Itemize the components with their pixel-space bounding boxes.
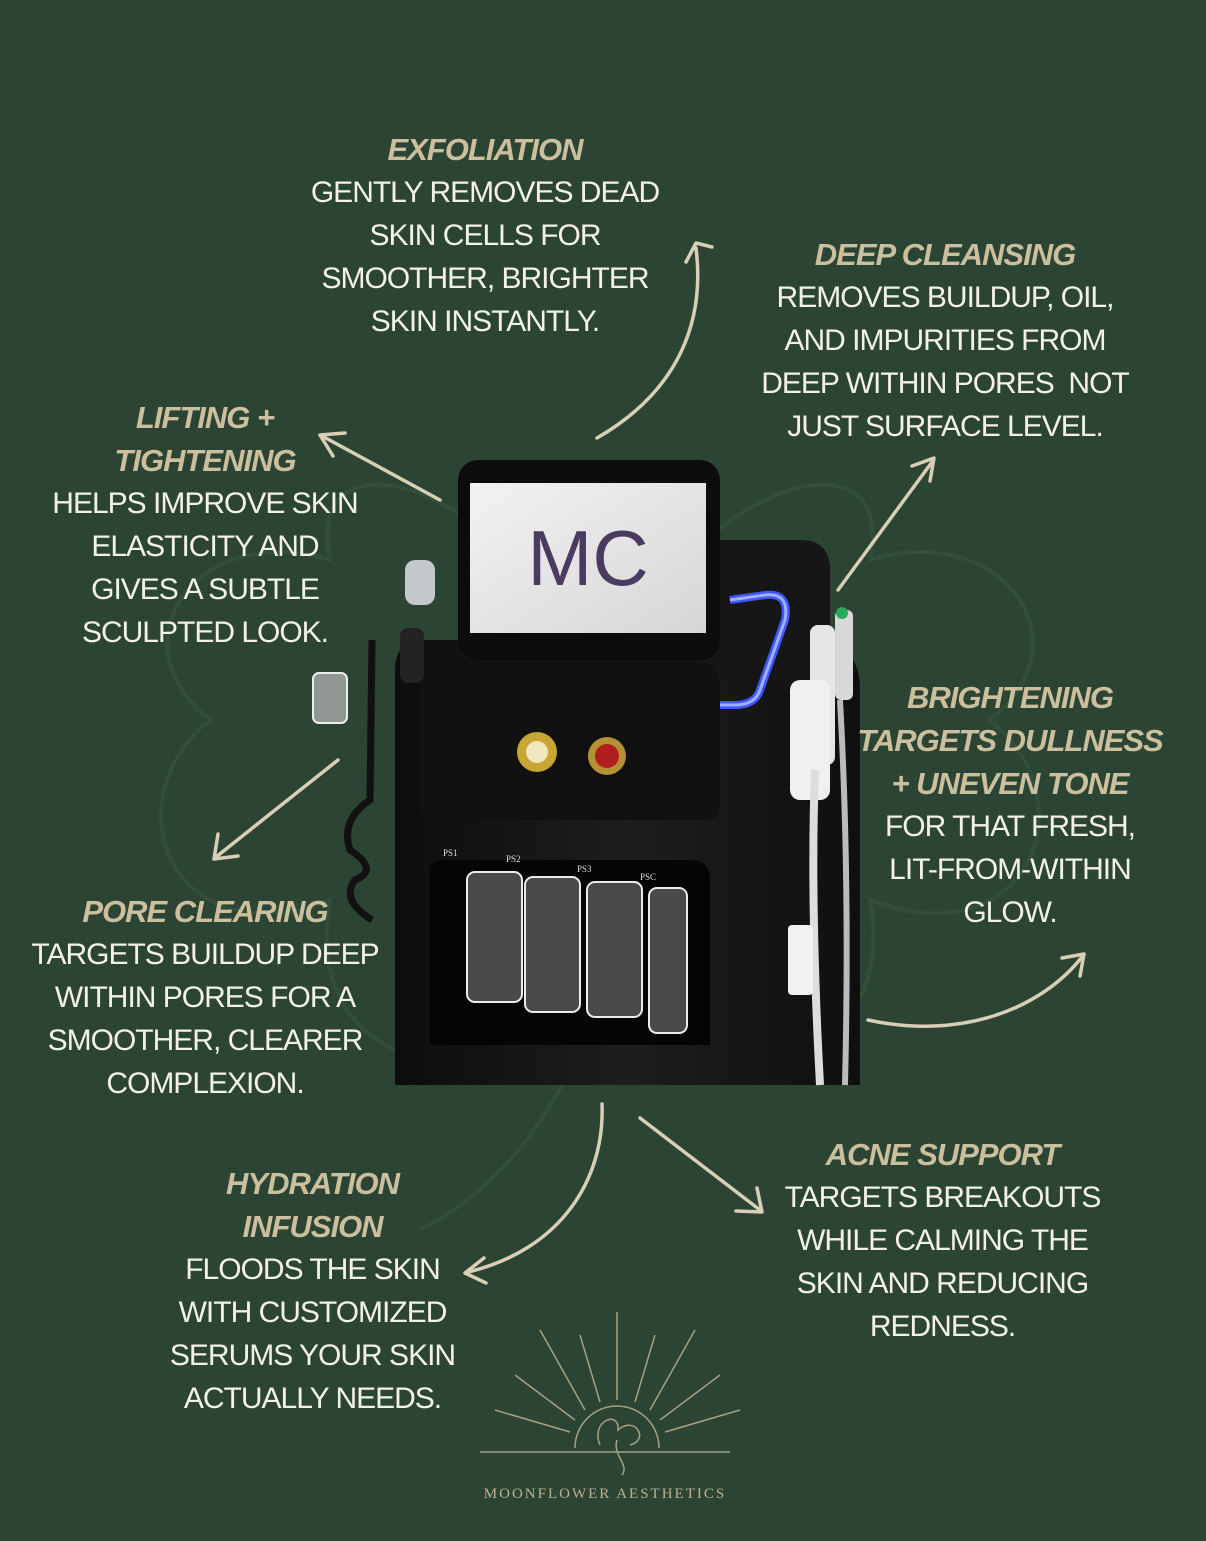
body-line: SMOOTHER, BRIGHTER xyxy=(321,262,649,295)
title-line: TIGHTENING xyxy=(114,443,296,478)
body-line: WITH CUSTOMIZED xyxy=(178,1296,448,1329)
body-line: SMOOTHER, CLEARER xyxy=(47,1024,364,1057)
feature-acne-support: ACNE SUPPORT TARGETS BREAKOUTS WHILE CAL… xyxy=(760,1133,1125,1348)
feature-hydration-infusion: HYDRATION INFUSION FLOODS THE SKIN WITH … xyxy=(150,1162,475,1420)
body-line: HELPS IMPROVE SKIN xyxy=(52,487,358,520)
title-line: ACNE SUPPORT xyxy=(825,1137,1061,1172)
feature-title: BRIGHTENING TARGETS DULLNESS + UNEVEN TO… xyxy=(855,676,1165,805)
feature-description: TARGETS BUILDUP DEEP WITHIN PORES FOR A … xyxy=(25,933,385,1105)
body-line: COMPLEXION. xyxy=(106,1067,304,1100)
bottle-label-ps2: PS2 xyxy=(506,854,521,864)
arrow-deep-cleansing xyxy=(836,456,936,592)
body-line: DEEP WITHIN PORES NOT xyxy=(761,367,1130,400)
body-line: SCULPTED LOOK. xyxy=(81,616,329,649)
body-line: SKIN CELLS FOR xyxy=(369,219,601,252)
body-line: REMOVES BUILDUP, OIL, xyxy=(776,281,1115,314)
arrow-hydration xyxy=(463,1102,604,1285)
feature-deep-cleansing: DEEP CLEANSING REMOVES BUILDUP, OIL, AND… xyxy=(745,233,1145,448)
body-line: AND IMPURITIES FROM xyxy=(784,324,1106,357)
feature-title: DEEP CLEANSING xyxy=(745,233,1145,276)
feature-pore-clearing: PORE CLEARING TARGETS BUILDUP DEEP WITHI… xyxy=(25,890,385,1105)
title-line: TARGETS DULLNESS xyxy=(857,723,1164,758)
body-line: GIVES A SUBTLE xyxy=(91,573,320,606)
arrow-brightening xyxy=(866,952,1086,1028)
feature-title: PORE CLEARING xyxy=(25,890,385,933)
feature-description: FOR THAT FRESH, LIT-FROM-WITHIN GLOW. xyxy=(855,805,1165,934)
title-line: EXFOLIATION xyxy=(387,132,583,167)
body-line: GLOW. xyxy=(963,896,1057,929)
arrow-exfoliation xyxy=(595,241,714,440)
feature-description: REMOVES BUILDUP, OIL, AND IMPURITIES FRO… xyxy=(745,276,1145,448)
bottle-labels: PS1 PS2 PS3 PSC xyxy=(443,848,656,882)
body-line: TARGETS BREAKOUTS xyxy=(784,1181,1102,1214)
feature-brightening: BRIGHTENING TARGETS DULLNESS + UNEVEN TO… xyxy=(855,676,1165,934)
body-line: REDNESS. xyxy=(869,1310,1016,1343)
body-line: FOR THAT FRESH, xyxy=(884,810,1136,843)
feature-description: GENTLY REMOVES DEAD SKIN CELLS FOR SMOOT… xyxy=(290,171,680,343)
body-line: JUST SURFACE LEVEL. xyxy=(787,410,1104,443)
body-line: ACTUALLY NEEDS. xyxy=(183,1382,442,1415)
body-line: ELASTICITY AND xyxy=(91,530,319,563)
feature-lifting-tightening: LIFTING + TIGHTENING HELPS IMPROVE SKIN … xyxy=(30,396,380,654)
body-line: GENTLY REMOVES DEAD xyxy=(310,176,660,209)
feature-title: ACNE SUPPORT xyxy=(760,1133,1125,1176)
arrow-acne xyxy=(638,1116,764,1214)
feature-title: LIFTING + TIGHTENING xyxy=(30,396,380,482)
title-line: HYDRATION xyxy=(226,1166,400,1201)
title-line: LIFTING + xyxy=(135,400,275,435)
body-line: WITHIN PORES FOR A xyxy=(54,981,356,1014)
bottle-label-ps1: PS1 xyxy=(443,848,458,858)
body-line: SKIN AND REDUCING xyxy=(796,1267,1089,1300)
arrow-pore-clearing xyxy=(212,758,340,861)
body-line: TARGETS BUILDUP DEEP xyxy=(31,938,379,971)
feature-title: HYDRATION INFUSION xyxy=(150,1162,475,1248)
body-line: FLOODS THE SKIN xyxy=(185,1253,441,1286)
feature-exfoliation: EXFOLIATION GENTLY REMOVES DEAD SKIN CEL… xyxy=(290,128,680,343)
bottle-label-ps3: PS3 xyxy=(577,864,592,874)
feature-description: TARGETS BREAKOUTS WHILE CALMING THE SKIN… xyxy=(760,1176,1125,1348)
title-line: INFUSION xyxy=(242,1209,383,1244)
body-line: SKIN INSTANTLY. xyxy=(370,305,600,338)
feature-description: FLOODS THE SKIN WITH CUSTOMIZED SERUMS Y… xyxy=(150,1248,475,1420)
title-line: PORE CLEARING xyxy=(82,894,328,929)
brand-name: MOONFLOWER AESTHETICS xyxy=(483,1486,727,1502)
feature-title: EXFOLIATION xyxy=(290,128,680,171)
device-screen xyxy=(470,483,706,633)
title-line: + UNEVEN TONE xyxy=(891,766,1129,801)
body-line: WHILE CALMING THE xyxy=(797,1224,1089,1257)
title-line: BRIGHTENING xyxy=(907,680,1114,715)
body-line: SERUMS YOUR SKIN xyxy=(169,1339,456,1372)
bottle-label-psc: PSC xyxy=(640,872,656,882)
body-line: LIT-FROM-WITHIN xyxy=(889,853,1132,886)
title-line: DEEP CLEANSING xyxy=(814,237,1076,272)
hydrafacial-device-image: MC PS1 PS2 PS3 PSC xyxy=(312,460,860,1086)
serum-bottles xyxy=(466,871,688,1034)
feature-description: HELPS IMPROVE SKIN ELASTICITY AND GIVES … xyxy=(30,482,380,654)
screen-logo: MC xyxy=(527,514,648,602)
arrow-lifting xyxy=(318,431,442,502)
moonflower-logo xyxy=(480,1312,741,1476)
